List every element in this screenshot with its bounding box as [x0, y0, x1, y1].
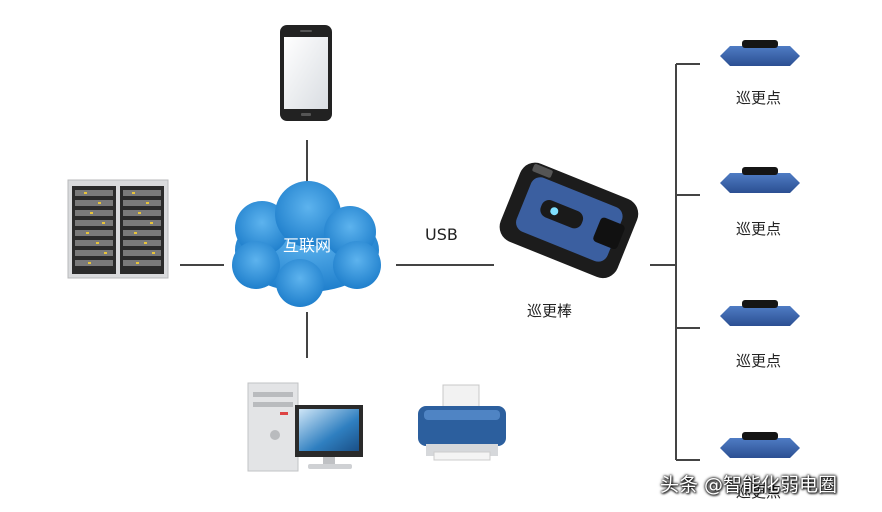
- usb-link-label: USB: [425, 225, 458, 244]
- watermark: 头条 @智能化弱电圈: [660, 474, 838, 496]
- internet-cloud-icon: [232, 181, 381, 307]
- checkpoint-label-1: 巡更点: [736, 89, 782, 107]
- connection-lines: [180, 63, 700, 461]
- printer-icon: [418, 384, 506, 461]
- desktop-computer-icon: [247, 382, 363, 472]
- checkpoint-label-4: 巡更点: [736, 483, 782, 501]
- internet-label: 互联网: [282, 236, 331, 255]
- server-rack-icon: [67, 179, 169, 279]
- checkpoint-label-2: 巡更点: [736, 220, 782, 238]
- checkpoint-icon-1: [720, 40, 800, 66]
- patrol-stick-label: 巡更棒: [527, 302, 573, 320]
- checkpoint-label-3: 巡更点: [736, 352, 782, 370]
- patrol-stick-icon: [499, 162, 639, 279]
- checkpoint-icon-4: [720, 432, 800, 458]
- smartphone-icon: [280, 25, 332, 121]
- checkpoint-icon-2: [720, 167, 800, 193]
- checkpoint-icon-3: [720, 300, 800, 326]
